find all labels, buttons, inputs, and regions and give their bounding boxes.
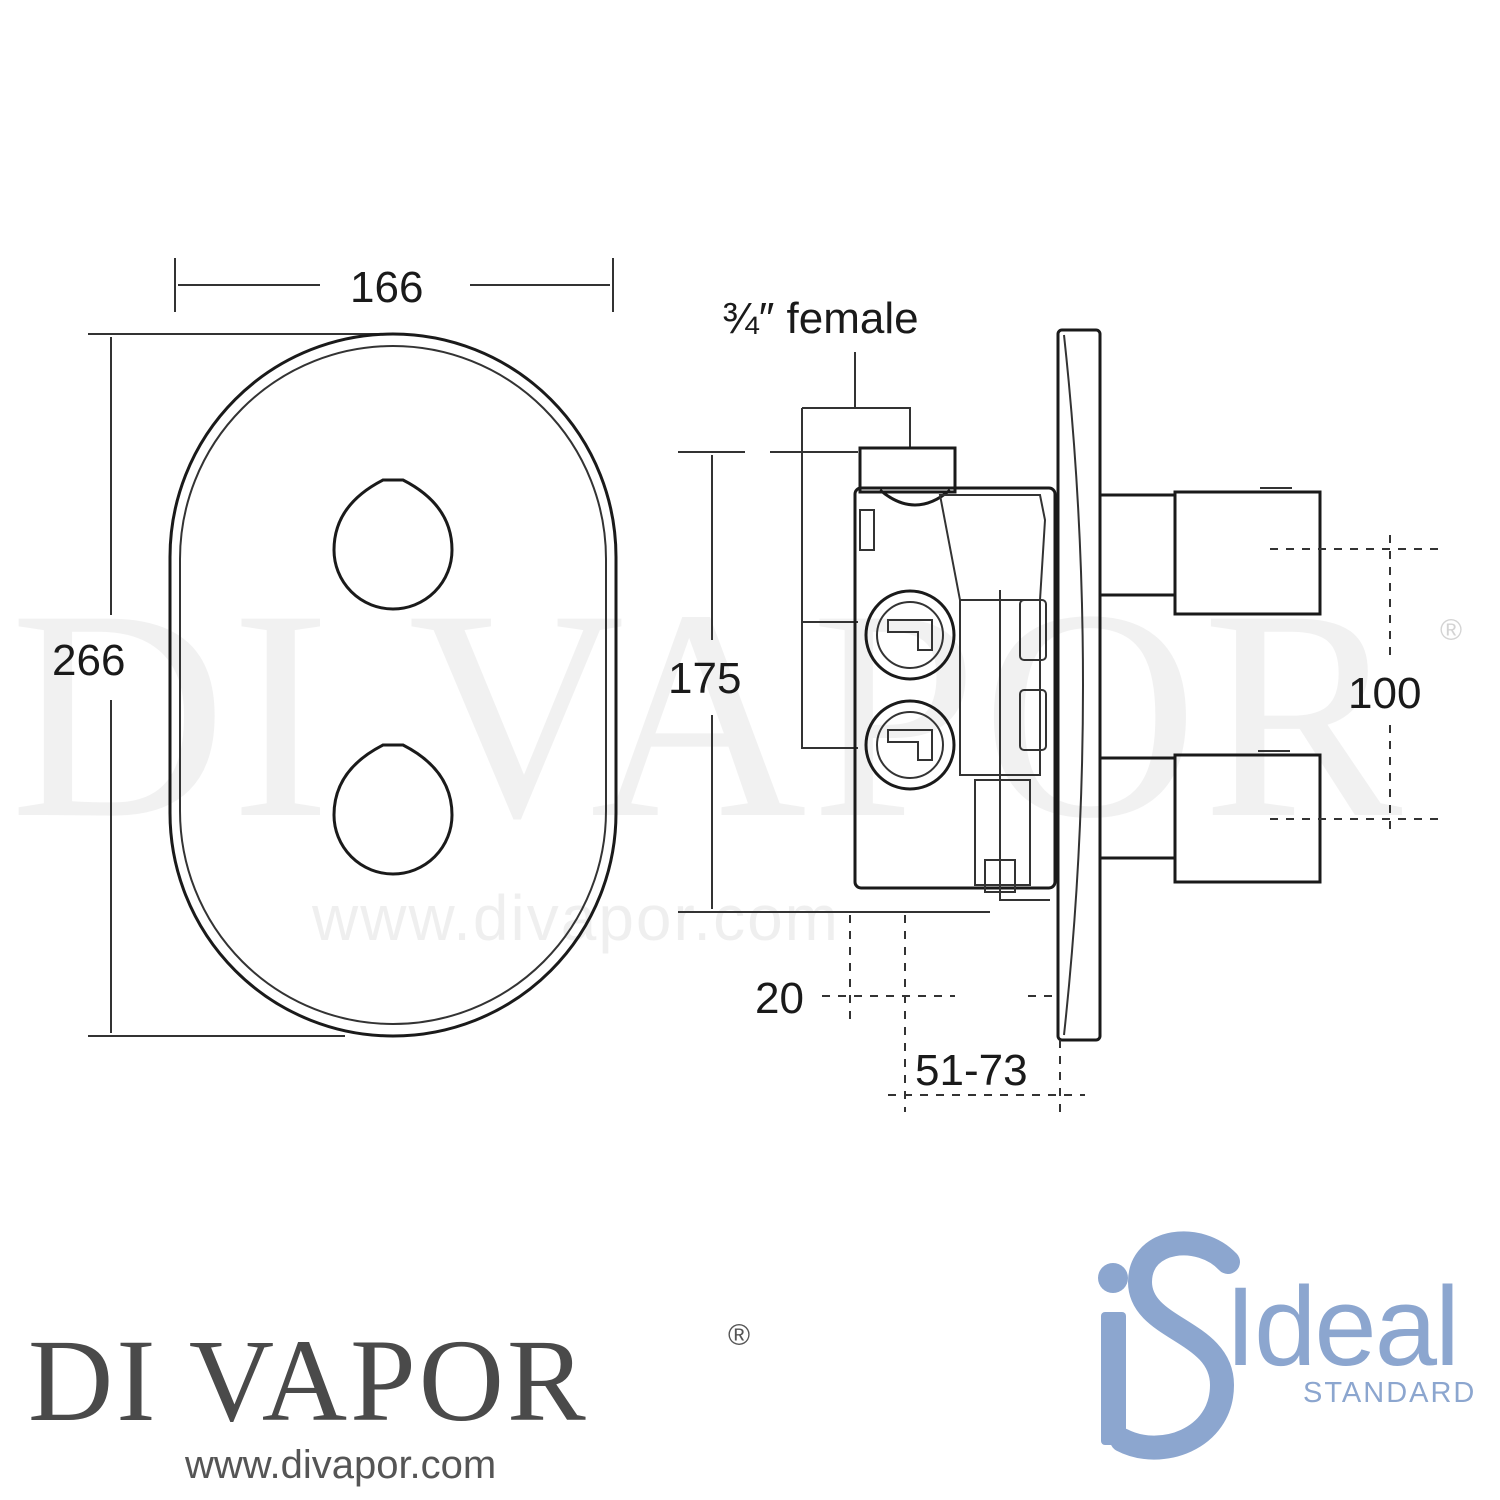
manufacturer-name: Ideal [1225,1264,1458,1389]
brand-registered: ® [728,1319,750,1352]
logo-s-swoosh-icon [1110,1231,1240,1460]
dim-body-height-label: 175 [668,654,741,703]
side-view: ¾″ female 175 [668,294,1445,1112]
manufacturer-sub: STANDARD [1303,1377,1476,1409]
dim-height-label: 266 [52,636,125,685]
dim-width-label: 166 [350,263,423,312]
dim-depth-min-label: 20 [755,974,804,1023]
manufacturer-logo: Ideal STANDARD [1098,1231,1476,1460]
front-view: 166 266 [52,258,618,1038]
upper-port [864,589,956,681]
upper-handle [1098,487,1322,616]
watermark: DI VAPOR www.divapor.com ® [10,548,1462,954]
logo-i-stem [1101,1312,1126,1445]
watermark-registered: ® [1440,614,1462,647]
upper-knob [332,478,454,611]
brand-logo: DI VAPOR ® www.divapor.com [28,1315,750,1487]
valve-body [853,446,1057,901]
faceplate-outline [168,332,618,1038]
lower-knob [332,743,454,876]
brand-url: www.divapor.com [184,1443,496,1487]
connection-label: ¾″ female [722,294,919,343]
dim-depth-range-label: 51-73 [915,1046,1028,1095]
brand-name: DI VAPOR [28,1315,589,1446]
faceplate-profile [1056,328,1102,1042]
lower-port [864,699,956,791]
faceplate-inner [179,345,607,1025]
dim-pitch-label: 100 [1348,669,1421,718]
logo-dot-icon [1098,1263,1128,1293]
watermark-name: DI VAPOR [10,548,1406,880]
